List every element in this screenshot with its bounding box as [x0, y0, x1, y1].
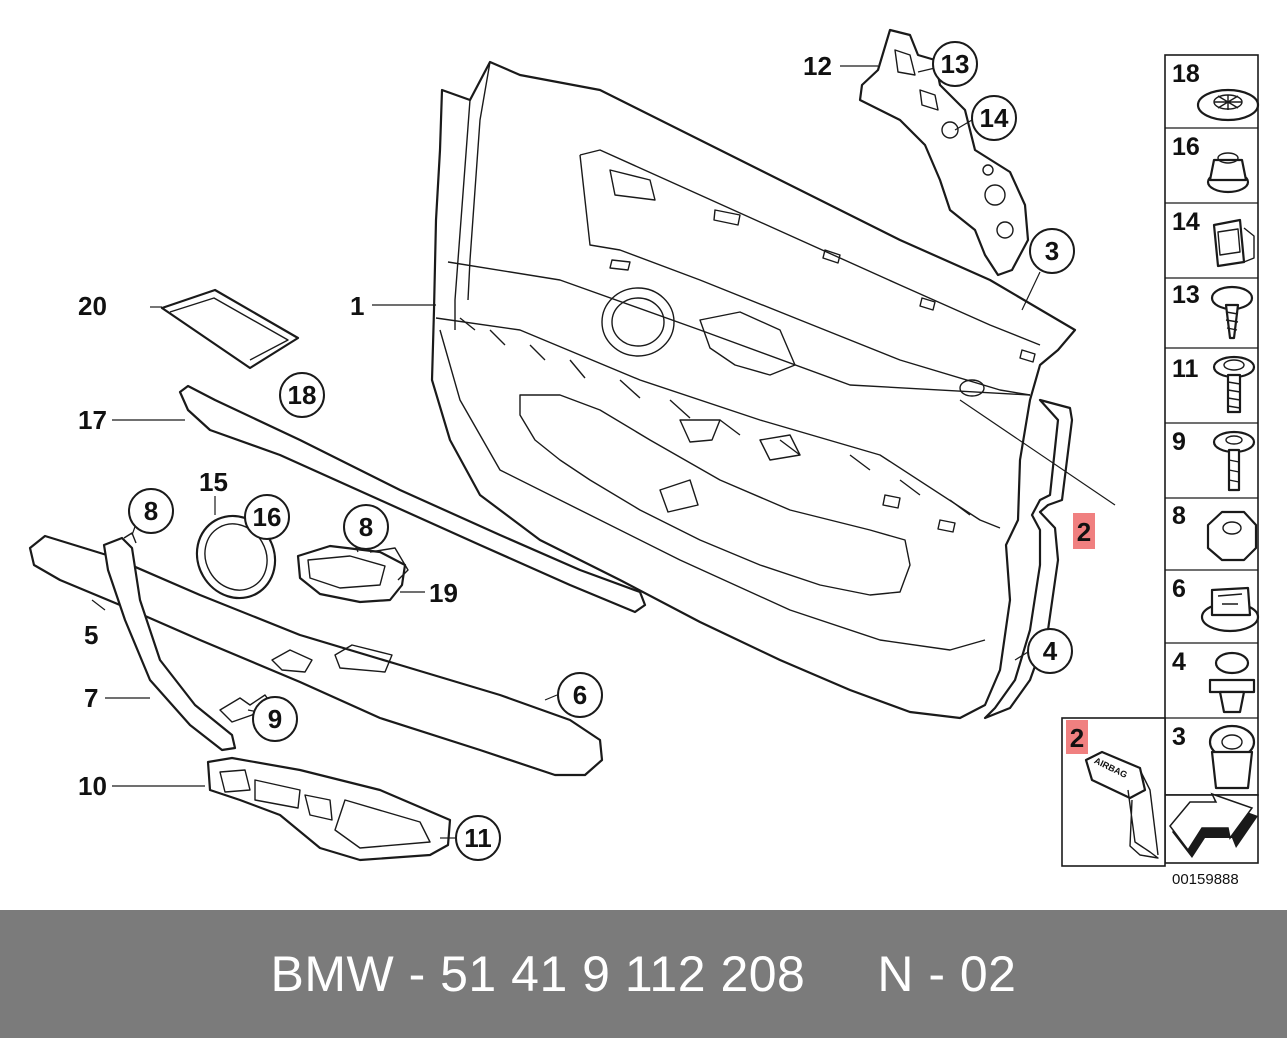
callout-circle-16: 16 [244, 494, 290, 540]
screw-13-icon [1210, 285, 1254, 340]
callout-circle-6: 6 [557, 672, 603, 718]
svg-text:6: 6 [573, 680, 587, 710]
svg-text:14: 14 [980, 103, 1009, 133]
callout-circle-9: 9 [252, 696, 298, 742]
inset-callout-2: 2 [1070, 723, 1084, 753]
callout-19: 19 [429, 578, 458, 608]
callout-20: 20 [78, 291, 107, 321]
svg-text:2: 2 [1077, 517, 1091, 547]
part-19-door-handle [296, 544, 409, 604]
callout-circle-13: 13 [932, 41, 978, 87]
grommet-icon [1208, 724, 1256, 790]
svg-text:9: 9 [268, 704, 282, 734]
callout-circle-8a: 8 [128, 488, 174, 534]
svg-text:4: 4 [1043, 636, 1058, 666]
part-number-caption: BMW - 51 41 9 112 208 N - 02 [270, 946, 1017, 1002]
trim-clip-icon [1208, 651, 1256, 714]
hex-nut-icon [1206, 510, 1258, 562]
callout-circle-8b: 8 [343, 504, 389, 550]
part-10-switch-block [206, 756, 452, 862]
airbag-label-inset: 2 AIRBAG [1061, 717, 1166, 867]
svg-text:8: 8 [144, 496, 158, 526]
fastener-side-panel: 18 16 14 13 11 9 8 6 4 3 [1164, 54, 1260, 864]
part-20-cover [160, 288, 300, 370]
parts-diagram: 1 20 17 12 15 5 7 10 19 13 14 3 18 8 [28, 28, 1260, 888]
svg-text:16: 16 [253, 502, 282, 532]
callout-circle-11: 11 [455, 815, 501, 861]
panel-label-13: 13 [1172, 281, 1200, 309]
svg-text:11: 11 [464, 823, 492, 853]
callout-10: 10 [78, 771, 107, 801]
svg-text:3: 3 [1045, 236, 1059, 266]
screw-9-icon [1212, 430, 1256, 492]
svg-text:8: 8 [359, 512, 373, 542]
clip-nut-icon [1212, 218, 1255, 268]
panel-label-4: 4 [1172, 648, 1186, 676]
expanding-rivet-icon [1196, 88, 1260, 122]
part-7-pull-handle [102, 532, 237, 752]
panel-label-11: 11 [1172, 355, 1199, 383]
panel-label-14: 14 [1172, 208, 1200, 236]
part-17-trim-strip [178, 384, 647, 614]
screw-11-icon [1212, 355, 1256, 414]
spring-clip-icon [1200, 586, 1260, 633]
callout-circle-3: 3 [1029, 228, 1075, 274]
callout-circle-4: 4 [1027, 628, 1073, 674]
callout-1: 1 [350, 291, 364, 321]
panel-label-8: 8 [1172, 502, 1186, 530]
orientation-arrow-icon [1164, 792, 1259, 864]
flange-nut-icon [1206, 152, 1250, 194]
callout-17: 17 [78, 405, 107, 435]
svg-text:18: 18 [288, 380, 317, 410]
leader-lines [91, 65, 1116, 839]
callout-circle-14: 14 [971, 95, 1017, 141]
drawing-code: 00159888 [1172, 871, 1239, 888]
callout-circle-18: 18 [279, 372, 325, 418]
panel-label-6: 6 [1172, 575, 1186, 603]
callout-5: 5 [84, 620, 98, 650]
svg-text:13: 13 [941, 49, 970, 79]
callouts: 1 20 17 12 15 5 7 10 19 13 14 3 18 8 [78, 41, 1095, 861]
callout-2-highlighted: 2 [1073, 513, 1095, 549]
panel-label-18: 18 [1172, 60, 1200, 88]
footer-bar: BMW - 51 41 9 112 208 N - 02 [0, 910, 1287, 1038]
callout-7: 7 [84, 683, 98, 713]
panel-label-9: 9 [1172, 428, 1186, 456]
callout-15: 15 [199, 467, 228, 497]
panel-label-3: 3 [1172, 723, 1186, 751]
panel-label-16: 16 [1172, 133, 1200, 161]
part-1-door-trim-panel [430, 60, 1077, 720]
callout-12: 12 [803, 51, 832, 81]
